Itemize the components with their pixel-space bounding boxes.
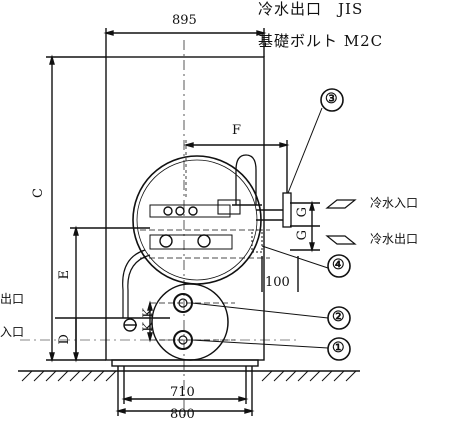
dim-800-label: 800 (170, 407, 195, 422)
dim-g2-label: G (295, 230, 310, 241)
dim-k2-label: K (141, 322, 156, 332)
label-left-inlet: 入口 (0, 325, 25, 339)
dim-g1-label: G (295, 207, 310, 218)
label-chilled-inlet: 冷水入口 (370, 196, 419, 210)
dim-710-label: 710 (170, 385, 195, 400)
main-shell-circle (132, 155, 262, 285)
callout-4-number: ④ (332, 257, 345, 273)
outlet-arrow (325, 235, 357, 245)
callout-1-number: ① (332, 340, 345, 356)
callout-3-number: ③ (325, 91, 338, 107)
dim-f-label: F (232, 123, 242, 138)
callout-1 (327, 337, 351, 361)
cabinet-base (111, 359, 259, 367)
flange-3 (282, 192, 292, 228)
dim-895-label: 895 (172, 13, 197, 28)
callout-3 (320, 88, 344, 112)
dim-e-label: E (57, 270, 72, 280)
dim-d-label: D (57, 334, 72, 345)
note-chilled-outlet-jis: 冷水出口 JIS (258, 0, 364, 18)
lower-shell-circle (151, 283, 229, 361)
dim-100-label: 100 (265, 275, 290, 290)
dim-c-label: C (31, 188, 46, 198)
label-chilled-outlet: 冷水出口 (370, 232, 419, 246)
note-foundation-bolt: 基礎ボルト M2C (258, 32, 384, 50)
inlet-arrow (325, 199, 357, 209)
callout-2-number: ② (332, 309, 345, 325)
callout-4 (327, 254, 351, 278)
callout-2 (327, 306, 351, 330)
label-left-outlet: 出口 (0, 292, 25, 306)
dim-k1-label: K (141, 308, 156, 318)
